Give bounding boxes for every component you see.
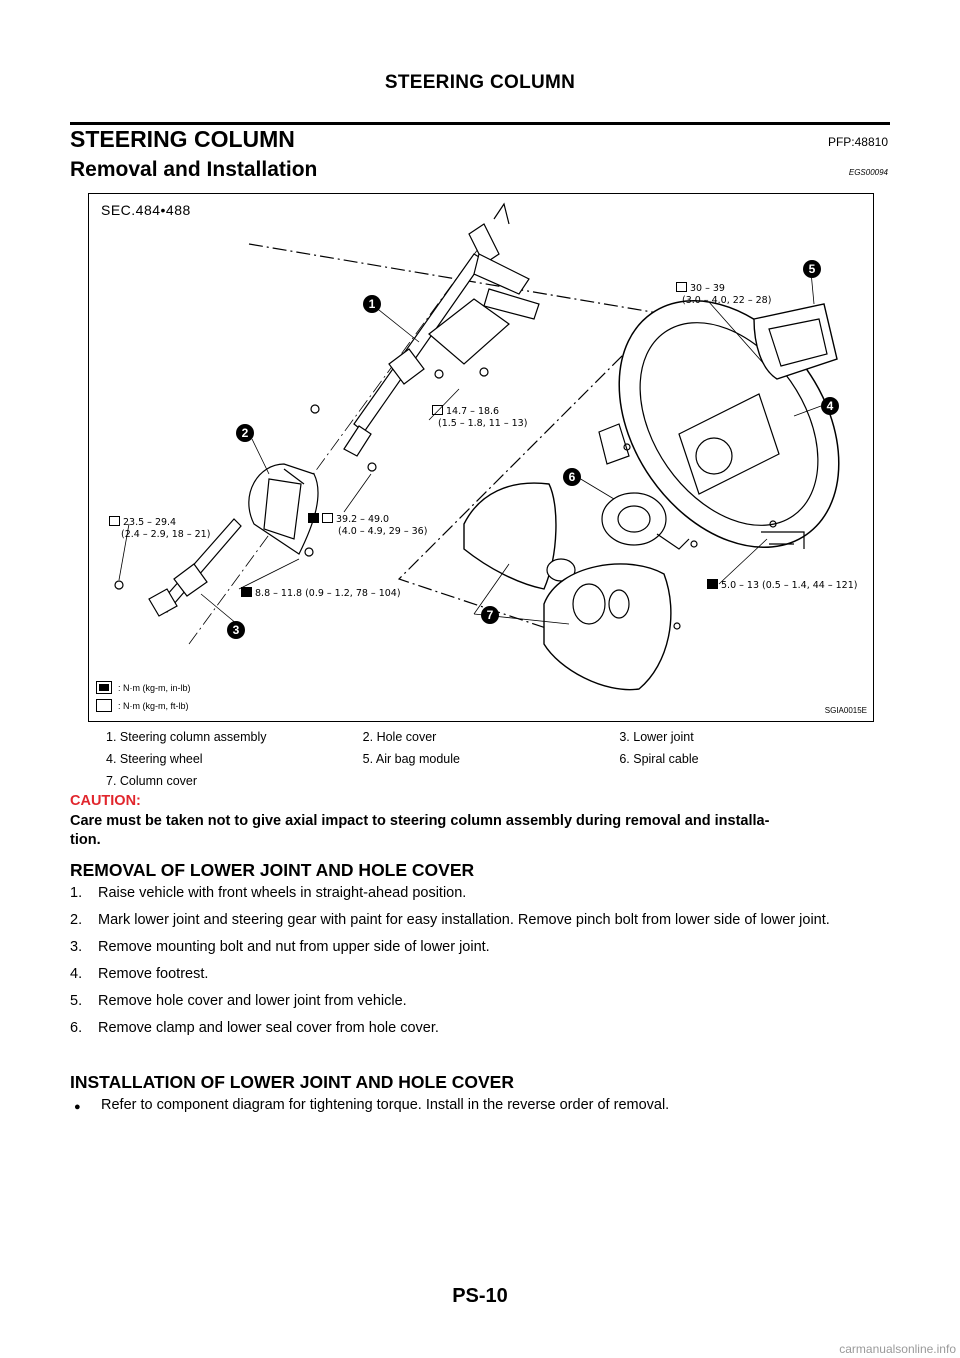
torque-inlb-icon [241,587,252,597]
torque-spec-column-mount: 14.7 – 18.6 (1.5 – 1.8, 11 – 13) [432,405,527,430]
parts-legend-table: 1. Steering column assembly 2. Hole cove… [106,726,876,792]
caution-label: CAUTION: [70,793,141,809]
part-label: 4. Steering wheel [106,752,203,766]
part-label: 2. Hole cover [362,730,437,744]
torque-spec-column-joint: 39.2 – 49.0 (4.0 – 4.9, 29 – 36) [308,513,427,538]
torque-inlb-icon [96,681,112,694]
torque-spec-airbag: 30 – 39 (3.0 – 4.0, 22 – 28) [676,282,771,307]
step-item: 1.Raise vehicle with front wheels in str… [70,885,467,901]
section-title: STEERING COLUMN [70,126,295,152]
caution-text: Care must be taken not to give axial imp… [70,813,770,848]
legend-ft-lb: : N·m (kg-m, ft-lb) [96,699,189,712]
parts-row: 4. Steering wheel 5. Air bag module 6. S… [106,748,876,770]
part-label: 7. Column cover [106,774,198,788]
callout-5: 5 [803,260,821,278]
torque-ftlb-icon [432,405,443,415]
torque-inlb-icon [308,513,319,523]
part-label: 6. Spiral cable [619,752,699,766]
installation-bullet: ● Refer to component diagram for tighten… [74,1097,669,1117]
torque-ftlb-icon [96,699,112,712]
torque-spec-column-cover: 5.0 – 13 (0.5 – 1.4, 44 – 121) [707,579,857,592]
torque-spec-hole-cover: 8.8 – 11.8 (0.9 – 1.2, 78 – 104) [241,587,401,600]
bullet-dot-icon: ● [74,1101,81,1113]
watermark: carmanualsonline.info [839,1342,956,1356]
torque-inlb-icon [707,579,718,589]
step-item: 4.Remove footrest. [70,966,209,982]
legend-in-lb: : N·m (kg-m, in-lb) [96,681,191,694]
figure-id: SGIA0015E [824,706,867,715]
part-label: 1. Steering column assembly [106,730,267,744]
diagram-drawing [114,202,840,691]
subsection-title: Removal and Installation [70,158,318,181]
section-code: PFP:48810 [827,135,888,149]
callout-3: 3 [227,621,245,639]
subsection-code: EGS00094 [848,168,888,177]
torque-spec-lower-joint: 23.5 – 29.4 (2.4 – 2.9, 18 – 21) [109,516,210,541]
torque-ftlb-icon [322,513,333,523]
installation-heading: INSTALLATION OF LOWER JOINT AND HOLE COV… [70,1072,514,1092]
callout-7: 7 [481,606,499,624]
part-label: 5. Air bag module [362,752,460,766]
removal-steps: 1.Raise vehicle with front wheels in str… [70,884,890,1046]
step-item: 5.Remove hole cover and lower joint from… [70,993,407,1009]
step-item: 2.Mark lower joint and steering gear wit… [70,912,830,928]
callout-6: 6 [563,468,581,486]
page-header-title: STEERING COLUMN [384,72,576,93]
parts-row: 7. Column cover [106,770,876,792]
torque-ftlb-icon [676,282,687,292]
callout-1: 1 [363,295,381,313]
sec-number: SEC.484•488 [101,202,191,218]
callout-4: 4 [821,397,839,415]
page-number: PS-10 [452,1285,508,1307]
step-item: 3.Remove mounting bolt and nut from uppe… [70,939,490,955]
callout-2: 2 [236,424,254,442]
header-rule [70,122,890,125]
step-item: 6.Remove clamp and lower seal cover from… [70,1020,439,1036]
parts-row: 1. Steering column assembly 2. Hole cove… [106,726,876,748]
removal-heading: REMOVAL OF LOWER JOINT AND HOLE COVER [70,860,475,880]
part-label: 3. Lower joint [619,730,694,744]
component-diagram: SEC.484•488 1 2 3 4 5 6 7 30 – 39 (3.0 –… [88,193,874,722]
torque-ftlb-icon [109,516,120,526]
